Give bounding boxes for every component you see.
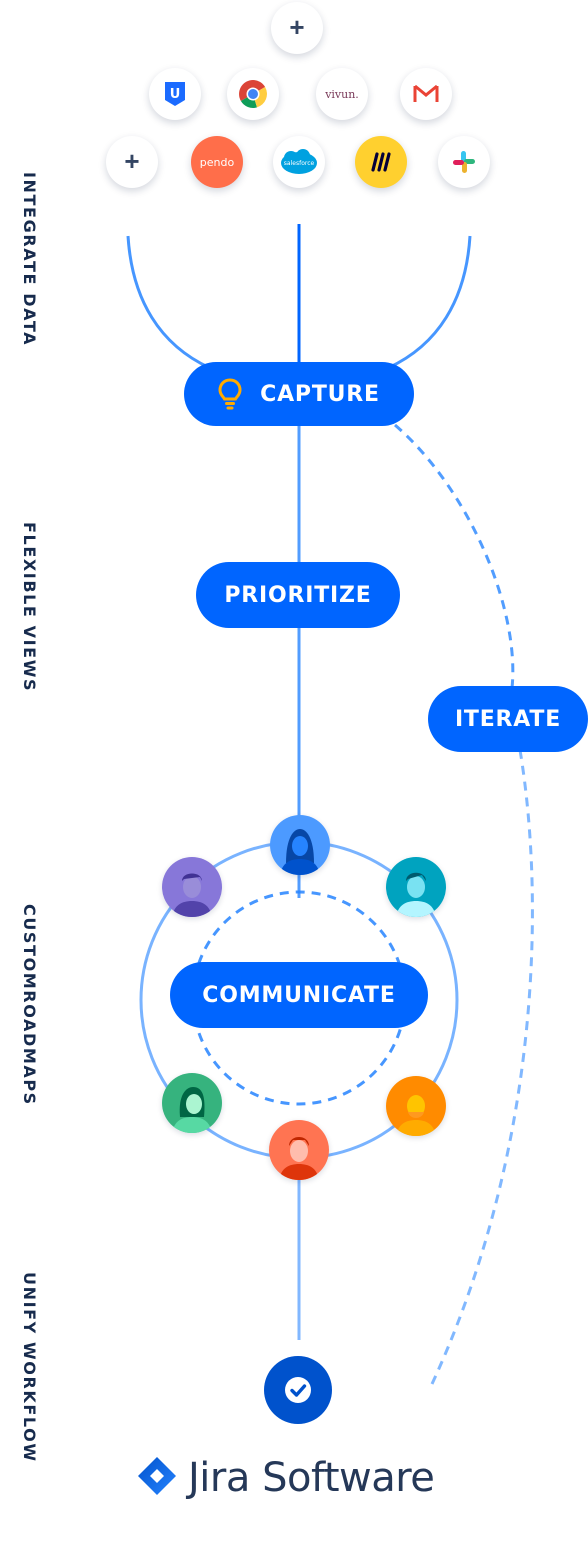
uservoice-icon: U xyxy=(149,68,201,120)
salesforce-icon: salesforce xyxy=(273,136,325,188)
avatar-left-bottom xyxy=(162,1073,222,1133)
communicate-label: COMMUNICATE xyxy=(202,982,396,1008)
brand-name: Jira Software xyxy=(188,1455,435,1501)
avatar-left-top xyxy=(162,857,222,917)
iterate-label: ITERATE xyxy=(454,706,562,732)
prioritize-step-button[interactable]: PRIORITIZE xyxy=(196,562,400,628)
gmail-icon xyxy=(400,68,452,120)
add-integration-button-secondary[interactable]: + xyxy=(106,136,158,188)
avatar-right-bottom xyxy=(386,1076,446,1136)
side-label-custom-roadmaps: CUSTOMROADMAPS xyxy=(20,904,39,1106)
jira-software-brand: Jira Software xyxy=(136,1450,435,1506)
jira-logo-icon xyxy=(136,1455,178,1502)
avatar-right-top xyxy=(386,857,446,917)
lightbulb-icon xyxy=(218,378,242,410)
side-label-flexible-views: FLEXIBLE VIEWS xyxy=(20,522,39,693)
avatar-bottom xyxy=(269,1120,329,1180)
communicate-step-button[interactable]: COMMUNICATE xyxy=(170,962,428,1028)
side-label-integrate-data: INTEGRATE DATA xyxy=(20,172,39,347)
side-label-unify-workflow: UNIFY WORKFLOW xyxy=(20,1272,39,1463)
iterate-step-button[interactable]: ITERATE xyxy=(428,686,588,752)
plus-icon: + xyxy=(289,12,305,42)
avatar-top xyxy=(270,815,330,875)
pendo-icon: pendo xyxy=(191,136,243,188)
chrome-icon xyxy=(227,68,279,120)
svg-text:salesforce: salesforce xyxy=(284,160,315,167)
vivun-icon: vivun. xyxy=(316,68,368,120)
add-integration-button[interactable]: + xyxy=(271,2,323,54)
capture-step-button[interactable]: CAPTURE xyxy=(184,362,414,426)
plus-icon: + xyxy=(124,146,140,176)
check-icon xyxy=(264,1356,332,1424)
capture-label: CAPTURE xyxy=(260,381,380,407)
prioritize-label: PRIORITIZE xyxy=(224,582,372,608)
miro-icon xyxy=(355,136,407,188)
svg-text:U: U xyxy=(170,87,181,102)
slack-icon xyxy=(438,136,490,188)
